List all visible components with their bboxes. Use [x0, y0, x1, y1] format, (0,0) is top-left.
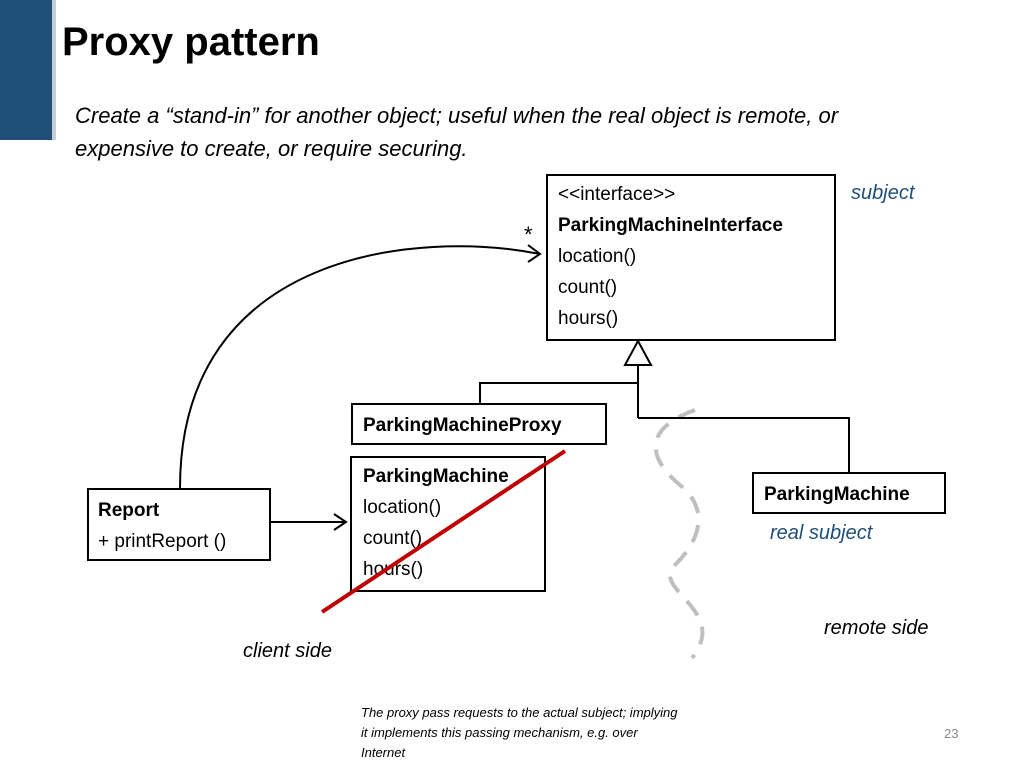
inheritance-branch-remote — [638, 417, 850, 472]
report-box: Report + printReport () — [87, 488, 271, 561]
crossed-machine-method: location() — [363, 497, 442, 518]
footnote: The proxy pass requests to the actual su… — [361, 705, 678, 760]
report-name: Report — [98, 500, 160, 521]
page-number: 23 — [944, 726, 959, 741]
remote-parking-machine-box: ParkingMachine — [752, 472, 946, 514]
association-arrowhead — [527, 244, 542, 263]
slide-title: Proxy pattern — [62, 20, 320, 64]
association-curve — [179, 245, 541, 489]
remote-side-label: remote side — [824, 617, 929, 639]
side-separator-dashed-line — [653, 408, 705, 660]
interface-method: count() — [558, 277, 618, 298]
real-subject-label: real subject — [770, 522, 873, 544]
strike-through-line — [320, 449, 567, 614]
subject-label: subject — [851, 182, 915, 204]
multiplicity-label: * — [524, 222, 533, 247]
accent-bar-shadow — [52, 0, 56, 140]
crossed-parking-machine-box: ParkingMachine location() count() hours(… — [350, 456, 546, 592]
interface-method: hours() — [558, 308, 619, 329]
proxy-name: ParkingMachineProxy — [363, 415, 562, 436]
interface-stereotype: <<interface>> — [558, 184, 676, 205]
remote-machine-name: ParkingMachine — [764, 484, 910, 505]
inheritance-branch-proxy — [479, 382, 638, 403]
accent-bar — [0, 0, 52, 140]
report-method: + printReport () — [98, 531, 227, 552]
interface-method: location() — [558, 246, 637, 267]
crossed-machine-method: count() — [363, 528, 423, 549]
slide-subtitle: Create a “stand-in” for another object; … — [75, 103, 839, 161]
report-to-machine-arrowhead — [333, 513, 348, 531]
interface-name: ParkingMachineInterface — [558, 215, 783, 236]
parking-machine-proxy-box: ParkingMachineProxy — [351, 403, 607, 445]
crossed-machine-name: ParkingMachine — [363, 466, 509, 487]
inheritance-triangle — [623, 338, 653, 366]
client-side-label: client side — [243, 640, 332, 662]
parking-machine-interface-box: <<interface>> ParkingMachineInterface lo… — [546, 174, 836, 341]
